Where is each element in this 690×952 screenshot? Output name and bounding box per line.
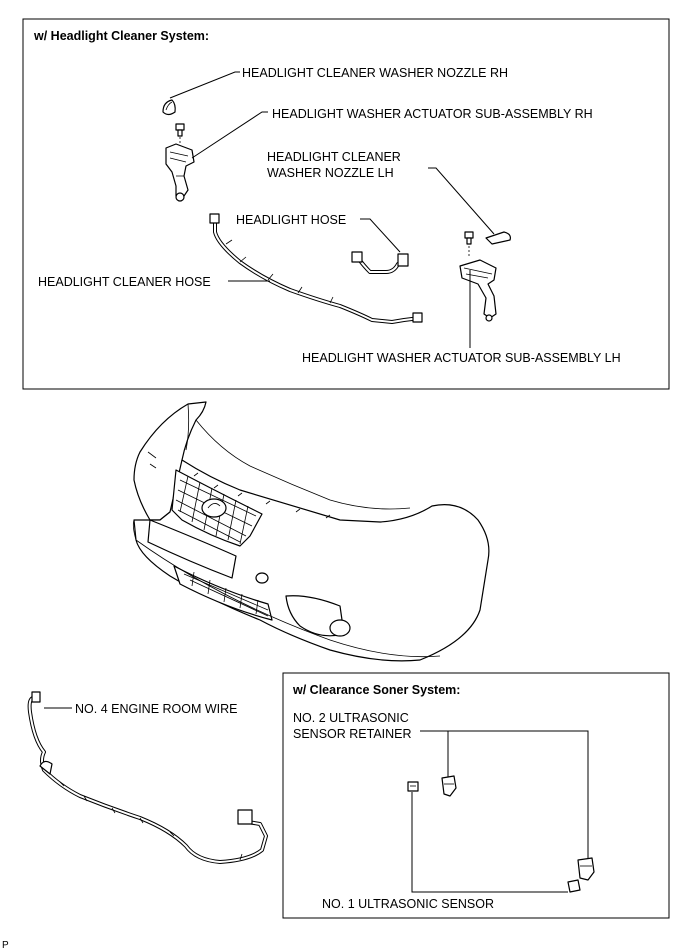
label-nozzle-lh-line1: HEADLIGHT CLEANER [267,150,401,164]
leader-sensor [411,792,568,893]
bolt-rh [175,123,185,137]
front-bumper-cover [132,401,490,662]
label-actuator-lh: HEADLIGHT WASHER ACTUATOR SUB-ASSEMBLY L… [302,351,621,365]
leader-retainer [420,730,589,862]
figure-code: P [2,940,9,951]
label-retainer-line2: SENSOR RETAINER [293,727,412,741]
headlight-cleaner-hose [209,213,423,324]
label-nozzle-rh: HEADLIGHT CLEANER WASHER NOZZLE RH [242,66,508,80]
headlight-actuator-rh [165,143,195,202]
sonar-panel-frame [282,672,670,919]
headlight-actuator-lh [459,259,497,322]
headlight-hose [351,251,409,274]
label-engine-room-wire: NO. 4 ENGINE ROOM WIRE [75,702,238,716]
headlight-nozzle-rh [162,99,176,116]
label-nozzle-lh-line2: WASHER NOZZLE LH [267,166,394,180]
sensor-retainer-2 [577,857,595,881]
label-ultrasonic-sensor: NO. 1 ULTRASONIC SENSOR [322,897,494,911]
ultrasonic-sensor-1 [407,781,419,792]
leader-headlight-hose [360,218,401,253]
bolt-lh [464,231,474,245]
headlight-nozzle-lh [485,231,511,245]
label-retainer-line1: NO. 2 ULTRASONIC [293,711,409,725]
sensor-retainer-1 [441,775,457,797]
leader-nozzle-rh [169,71,240,99]
label-headlight-hose: HEADLIGHT HOSE [236,213,346,227]
engine-room-wire [27,691,268,864]
label-cleaner-hose: HEADLIGHT CLEANER HOSE [38,275,211,289]
headlight-panel-title: w/ Headlight Cleaner System: [33,29,209,43]
sonar-panel-title: w/ Clearance Soner System: [292,683,460,697]
headlight-panel-frame [22,18,670,390]
label-actuator-rh: HEADLIGHT WASHER ACTUATOR SUB-ASSEMBLY R… [272,107,593,121]
leader-nozzle-lh [428,167,495,235]
leader-actuator-rh [191,111,268,159]
ultrasonic-sensor-2 [567,879,581,893]
